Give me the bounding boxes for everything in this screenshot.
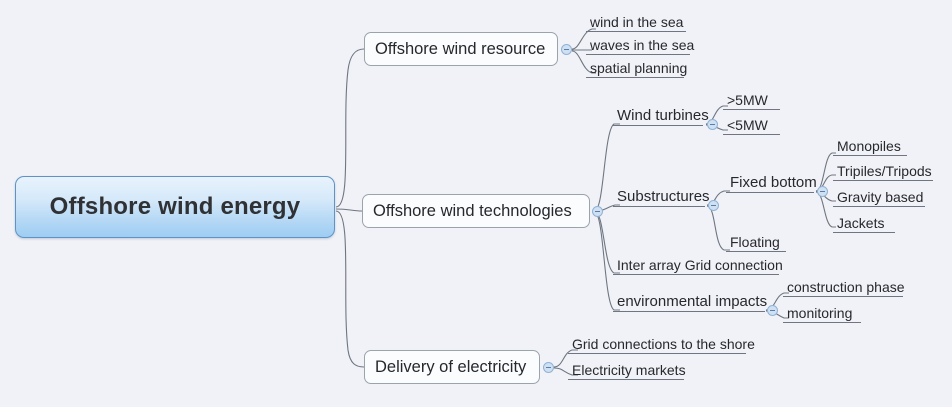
leaf-node-label: Floating xyxy=(730,234,780,251)
leaf-node-grid-connections-to-the-shore[interactable]: Grid connections to the shore xyxy=(568,337,755,354)
leaf-node-label: spatial planning xyxy=(590,60,688,77)
leaf-node-wind-in-the-sea[interactable]: wind in the sea xyxy=(586,15,686,32)
leaf-node-label: construction phase xyxy=(787,279,905,296)
leaf-node-label: <5MW xyxy=(727,117,768,134)
branch-node-offshore-wind-resource[interactable]: Offshore wind resource xyxy=(364,32,558,66)
leaf-node-label: Grid connections to the shore xyxy=(572,336,755,353)
connector-root-to-branch-2 xyxy=(335,208,363,212)
connector-root-to-branch-1 xyxy=(335,48,365,208)
collapse-minus-icon-fixed-bottom[interactable] xyxy=(817,186,828,197)
leaf-node-monopiles[interactable]: Monopiles xyxy=(833,139,907,156)
leaf-node-label: Jackets xyxy=(837,215,885,232)
collapse-minus-icon-environmental-impacts[interactable] xyxy=(767,305,778,316)
node-substructures[interactable]: Substructures xyxy=(613,189,710,207)
leaf-node-label: Gravity based xyxy=(837,189,924,206)
node-label: Wind turbines xyxy=(617,107,709,125)
leaf-node-floating[interactable]: Floating xyxy=(726,235,786,252)
collapse-minus-icon-wind-turbines[interactable] xyxy=(707,119,718,130)
collapse-minus-icon-branch-2[interactable] xyxy=(592,206,603,217)
branch-node-delivery-of-electricity[interactable]: Delivery of electricity xyxy=(364,350,540,384)
root-node-label: Offshore wind energy xyxy=(49,193,301,220)
leaf-node-label: waves in the sea xyxy=(590,37,695,54)
leaf-node-tripiles-tripods[interactable]: Tripiles/Tripods xyxy=(833,164,933,181)
leaf-node-label: Inter array Grid connection xyxy=(617,257,783,274)
leaf-node-monitoring[interactable]: monitoring xyxy=(783,306,861,323)
node-fixed-bottom[interactable]: Fixed bottom xyxy=(726,174,817,193)
leaf-node-jackets[interactable]: Jackets xyxy=(833,216,895,233)
leaf-node-electricity-markets[interactable]: Electricity markets xyxy=(568,362,686,380)
connector-root-to-branch-3 xyxy=(335,210,365,368)
collapse-minus-icon-branch-3[interactable] xyxy=(543,362,554,373)
node-wind-turbines[interactable]: Wind turbines xyxy=(613,108,709,126)
leaf-node-construction-phase[interactable]: construction phase xyxy=(783,279,905,297)
leaf-node-label: wind in the sea xyxy=(590,14,684,31)
leaf-node-label: Tripiles/Tripods xyxy=(837,163,932,180)
leaf-node-spatial-planning[interactable]: spatial planning xyxy=(586,60,688,78)
leaf-node-label: Monopiles xyxy=(837,138,901,155)
leaf-node-lt-5mw[interactable]: <5MW xyxy=(723,118,780,135)
branch-node-label: Offshore wind resource xyxy=(375,39,546,58)
branch-node-offshore-wind-technologies[interactable]: Offshore wind technologies xyxy=(362,194,590,228)
collapse-minus-icon-substructures[interactable] xyxy=(708,200,719,211)
leaf-node-label: Electricity markets xyxy=(572,362,686,379)
collapse-minus-icon-branch-1[interactable] xyxy=(561,44,572,55)
root-node[interactable]: Offshore wind energy xyxy=(15,176,335,238)
leaf-node-inter-array-grid-connection[interactable]: Inter array Grid connection xyxy=(613,258,783,275)
node-label: environmental impacts xyxy=(617,293,768,311)
leaf-node-gravity-based[interactable]: Gravity based xyxy=(833,190,925,207)
leaf-node-gt-5mw[interactable]: >5MW xyxy=(723,93,780,110)
node-label: Fixed bottom xyxy=(730,174,817,192)
leaf-node-label: monitoring xyxy=(787,305,853,322)
leaf-node-waves-in-the-sea[interactable]: waves in the sea xyxy=(586,38,694,55)
branch-node-label: Offshore wind technologies xyxy=(373,201,572,220)
node-label: Substructures xyxy=(617,188,710,206)
leaf-node-label: >5MW xyxy=(727,92,768,109)
node-environmental-impacts[interactable]: environmental impacts xyxy=(613,293,768,312)
branch-node-label: Delivery of electricity xyxy=(375,357,527,376)
